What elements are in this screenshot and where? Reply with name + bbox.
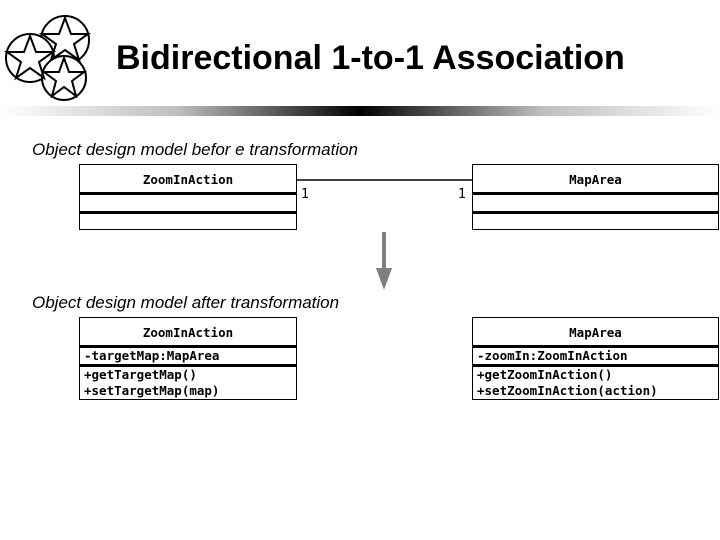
class-operations-compartment: +getTargetMap() +setTargetMap(map) xyxy=(80,367,296,399)
class-attributes-compartment xyxy=(473,195,718,214)
stars-logo-icon xyxy=(3,15,92,101)
operation: +setTargetMap(map) xyxy=(84,383,220,398)
class-attributes-compartment: -targetMap:MapArea xyxy=(80,348,296,367)
class-name: MapArea xyxy=(473,165,718,195)
operation: +setZoomInAction(action) xyxy=(477,383,658,398)
after-maparea-class: MapArea -zoomIn:ZoomInAction +getZoomInA… xyxy=(472,317,719,400)
class-name: ZoomInAction xyxy=(80,318,296,348)
slide-title: Bidirectional 1-to-1 Association xyxy=(116,39,625,77)
class-name: MapArea xyxy=(473,318,718,348)
left-multiplicity: 1 xyxy=(301,187,309,202)
class-attributes-compartment: -zoomIn:ZoomInAction xyxy=(473,348,718,367)
before-maparea-class: MapArea xyxy=(472,164,719,230)
class-attributes-compartment xyxy=(80,195,296,214)
transformation-arrow-head xyxy=(376,268,392,290)
before-section-label: Object design model befor e transformati… xyxy=(32,140,359,159)
operation: +getTargetMap() xyxy=(84,367,197,382)
after-section-label: Object design model after transformation xyxy=(32,293,340,312)
before-zoominaction-class: ZoomInAction xyxy=(79,164,297,230)
attribute: -targetMap:MapArea xyxy=(84,348,220,363)
right-multiplicity: 1 xyxy=(458,187,466,202)
title-divider xyxy=(0,106,720,116)
class-operations-compartment: +getZoomInAction() +setZoomInAction(acti… xyxy=(473,367,718,399)
attribute: -zoomIn:ZoomInAction xyxy=(477,348,628,363)
operation: +getZoomInAction() xyxy=(477,367,613,382)
class-name: ZoomInAction xyxy=(80,165,296,195)
after-zoominaction-class: ZoomInAction -targetMap:MapArea +getTarg… xyxy=(79,317,297,400)
